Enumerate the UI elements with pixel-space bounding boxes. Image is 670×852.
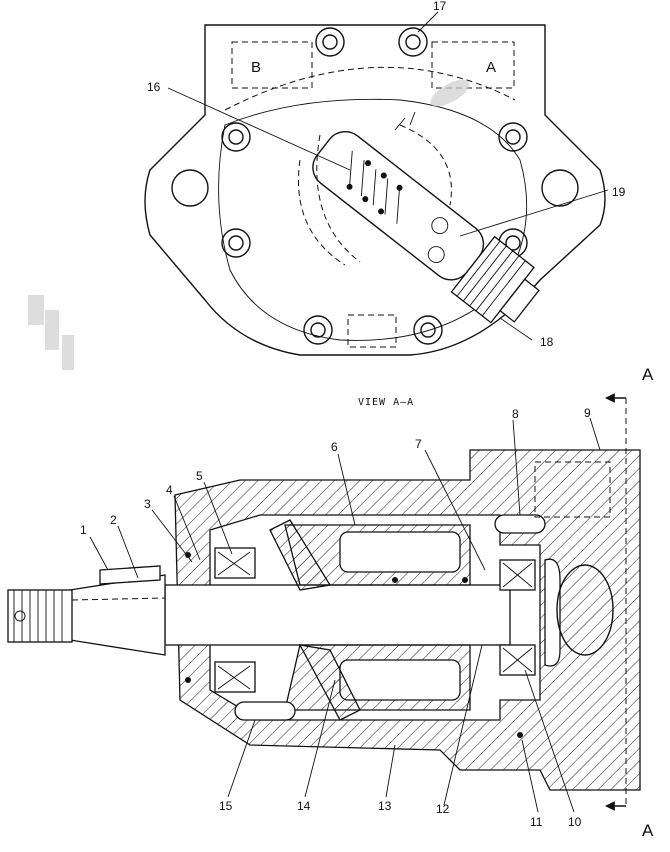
callout-14: 14 (297, 799, 311, 813)
callout-13: 13 (378, 799, 392, 813)
callout-16: 16 (147, 80, 161, 94)
port-a-label: A (486, 59, 496, 76)
section-marker-bottom: A (642, 821, 654, 840)
pump-section-view (7, 449, 641, 791)
callout-19: 19 (612, 185, 626, 199)
bolt-bosses (221, 27, 528, 345)
callout-7: 7 (415, 437, 422, 451)
port-b-label: B (251, 59, 261, 76)
callout-17: 17 (433, 0, 447, 13)
callout-10: 10 (568, 815, 582, 829)
callout-11: 11 (530, 815, 543, 829)
callout-4: 4 (166, 483, 173, 497)
callout-1: 1 (80, 523, 87, 537)
view-label: VIEW A–A (358, 397, 414, 408)
callout-3: 3 (144, 497, 151, 511)
callout-12: 12 (436, 802, 450, 816)
callout-15: 15 (219, 799, 233, 813)
end-cover-top-view: B A (144, 24, 606, 356)
section-marker-top: A (642, 365, 654, 384)
callout-18: 18 (540, 335, 554, 349)
relief-valve (312, 131, 540, 324)
top-view-leaders (167, 11, 609, 341)
callout-5: 5 (196, 469, 203, 483)
callout-6: 6 (331, 440, 338, 454)
callout-2: 2 (110, 513, 117, 527)
section-marker (605, 393, 627, 811)
section-view-leaders (89, 417, 601, 813)
callout-9: 9 (584, 406, 591, 420)
callout-8: 8 (512, 407, 519, 421)
